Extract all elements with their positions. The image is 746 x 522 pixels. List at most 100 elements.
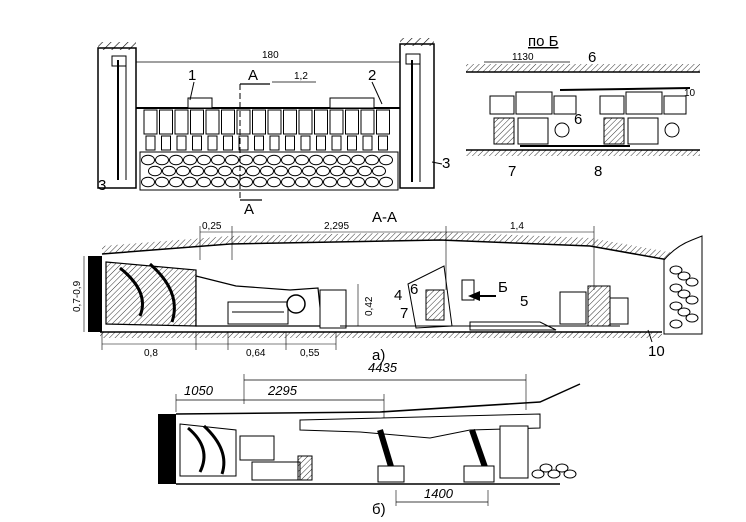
dim-small: 1,2 xyxy=(294,71,308,82)
rock xyxy=(685,295,699,305)
support-blocks xyxy=(143,109,390,151)
cobble xyxy=(197,176,211,188)
cobble xyxy=(141,154,155,166)
cobble xyxy=(218,165,232,177)
cobble xyxy=(232,165,246,177)
support-block-base xyxy=(362,135,373,151)
cobble xyxy=(288,165,302,177)
figure-label-a: а) xyxy=(372,347,385,364)
cobble xyxy=(211,176,225,188)
support-block xyxy=(314,109,328,135)
hydraulic-leg xyxy=(627,117,659,145)
coal-face-b xyxy=(158,414,176,484)
dim-1400: 1400 xyxy=(424,486,454,501)
cobble xyxy=(246,165,260,177)
cobble xyxy=(309,176,323,188)
cobble xyxy=(274,165,288,177)
hydraulic-unit xyxy=(663,95,687,115)
cobble xyxy=(211,154,225,166)
hydraulic-unit xyxy=(553,95,577,115)
cobble xyxy=(379,154,393,166)
cobble xyxy=(204,165,218,177)
cobble xyxy=(148,165,162,177)
support-block xyxy=(329,109,344,135)
cobble xyxy=(197,154,211,166)
section-aa-title: А-А xyxy=(372,209,397,226)
support-block xyxy=(298,109,313,135)
support-block-base xyxy=(316,135,326,151)
cobble xyxy=(183,176,197,188)
cobble xyxy=(267,154,281,166)
support-block-base xyxy=(331,135,342,151)
view-b: по Б 1130 6 6 7 8 10 xyxy=(466,33,700,180)
cobble xyxy=(225,176,239,188)
dim-bottom-1: 0,8 xyxy=(144,348,158,359)
hydraulic-leg xyxy=(493,117,515,145)
dim-top-2: 2,295 xyxy=(324,221,349,232)
callout-1: 1 xyxy=(188,67,196,84)
rock xyxy=(669,301,683,311)
support-block-base xyxy=(223,135,233,151)
cobble xyxy=(169,176,183,188)
rock xyxy=(563,469,577,479)
dim-1050: 1050 xyxy=(184,383,214,398)
support-block xyxy=(190,109,204,135)
cobble xyxy=(281,154,295,166)
view-b-callout-7: 7 xyxy=(508,163,516,180)
cobble xyxy=(337,176,351,188)
dim-inner: 0,42 xyxy=(364,296,375,316)
cobble xyxy=(337,154,351,166)
cobble xyxy=(365,154,379,166)
cobble xyxy=(323,154,337,166)
cobble xyxy=(351,176,365,188)
dim-bottom-3: 0,55 xyxy=(300,348,320,359)
cobble xyxy=(260,165,274,177)
support-block xyxy=(221,109,235,135)
dim-2295: 2295 xyxy=(267,383,298,398)
view-b-callout-6a: 6 xyxy=(588,49,596,66)
section-mark-bottom: A xyxy=(244,201,254,218)
support-block-base xyxy=(207,135,218,151)
cobble xyxy=(155,154,169,166)
cobbles xyxy=(141,154,393,188)
cobble xyxy=(141,176,155,188)
cobble xyxy=(239,176,253,188)
cobble xyxy=(330,165,344,177)
support-block-base xyxy=(269,135,280,151)
cobble xyxy=(239,154,253,166)
support-block xyxy=(376,109,390,135)
cobble xyxy=(162,165,176,177)
support-block-base xyxy=(176,135,187,151)
cobble xyxy=(302,165,316,177)
callout-10: 10 xyxy=(648,343,665,360)
right-column xyxy=(399,43,435,189)
support-block xyxy=(345,109,359,135)
direction-b: Б xyxy=(498,279,508,296)
view-b-callout-8: 8 xyxy=(594,163,602,180)
dim-overall: 4435 xyxy=(368,360,398,375)
rock xyxy=(531,469,545,479)
rock xyxy=(677,307,691,317)
cobble xyxy=(323,176,337,188)
view-b-machinery xyxy=(489,87,691,147)
hydraulic-unit xyxy=(489,95,515,115)
figure-label-b: б) xyxy=(372,501,386,518)
rock xyxy=(685,313,699,323)
cobble xyxy=(295,176,309,188)
support-block-base xyxy=(145,135,156,151)
hydraulic-leg xyxy=(517,117,549,145)
valve xyxy=(664,122,680,138)
rock xyxy=(677,271,691,281)
cobble xyxy=(183,154,197,166)
cobble xyxy=(344,165,358,177)
rock xyxy=(669,265,683,275)
dim-bottom-2: 0,64 xyxy=(246,348,266,359)
view-b-callout-10: 10 xyxy=(684,88,696,99)
hydraulic-leg xyxy=(603,117,625,145)
support-block-base xyxy=(238,135,249,151)
support-block-base xyxy=(285,135,295,151)
callout-6: 6 xyxy=(410,281,418,298)
coal-face xyxy=(88,256,102,332)
support-block-base xyxy=(161,135,171,151)
